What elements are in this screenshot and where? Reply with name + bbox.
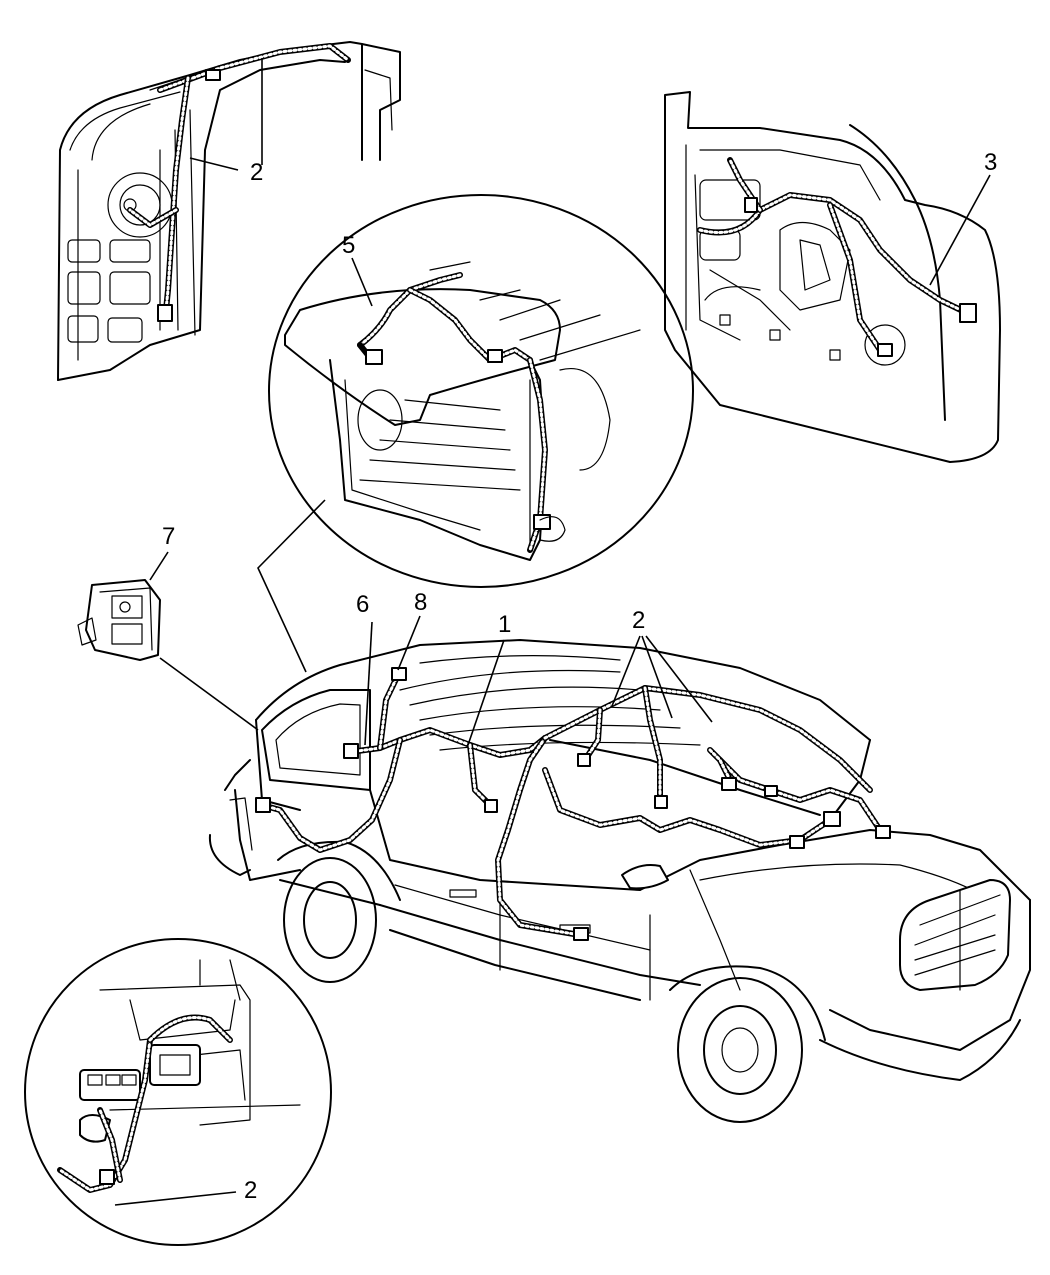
- vehicle-harness: 6 8 1 2: [255, 589, 891, 941]
- inset-liftgate: 5: [257, 194, 694, 673]
- callout-3: 3: [984, 149, 997, 176]
- callout-2-top-left: 2: [250, 159, 263, 186]
- inset-front-door: 3: [664, 91, 1001, 463]
- callout-1: 1: [498, 611, 511, 638]
- module-7: 7: [77, 523, 259, 731]
- callout-6: 6: [356, 591, 369, 618]
- vehicle-body: [208, 639, 1031, 1123]
- inset-underdash: 2: [24, 938, 332, 1246]
- callout-8: 8: [414, 589, 427, 616]
- inset-pillar-roof-rail: 2: [57, 41, 401, 381]
- callout-2-bottom: 2: [244, 1177, 257, 1204]
- callout-2-main: 2: [632, 607, 645, 634]
- callout-5: 5: [342, 232, 355, 259]
- callout-7: 7: [162, 523, 175, 550]
